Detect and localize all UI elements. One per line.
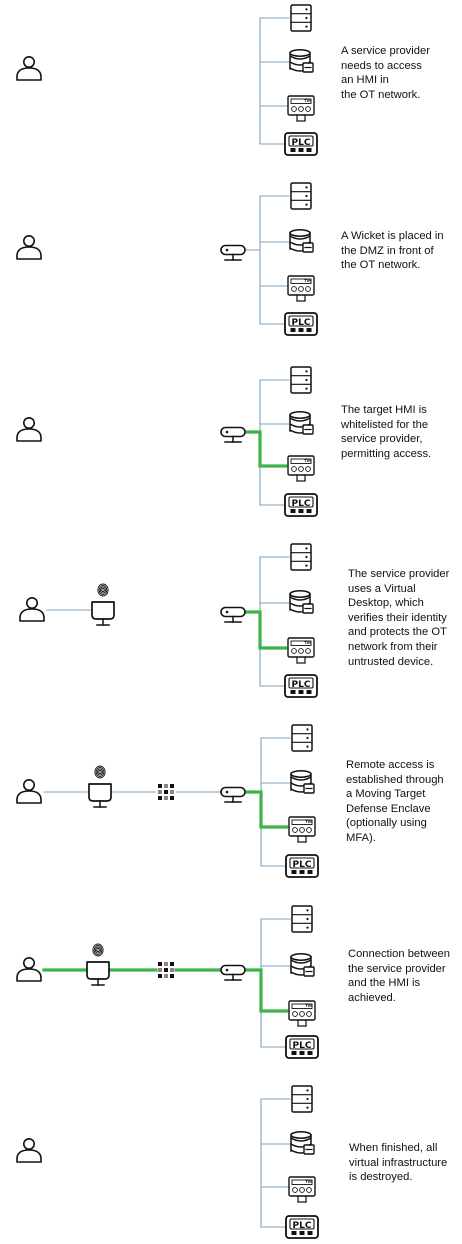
fingerprint-icon xyxy=(92,943,104,957)
plc-icon: PLC xyxy=(285,854,319,878)
virtual-desktop-icon xyxy=(91,601,115,626)
server-icon xyxy=(290,4,312,32)
database-icon xyxy=(290,770,315,794)
database-icon xyxy=(289,590,314,614)
whitelisted-path xyxy=(245,430,287,468)
database-icon xyxy=(290,1131,315,1155)
step-3-caption: The target HMI is whitelisted for the se… xyxy=(341,404,432,460)
svg-text:PLC: PLC xyxy=(293,860,312,870)
wicket-gateway-icon xyxy=(220,786,246,803)
step-5-panel: TIM PLC xyxy=(16,724,319,878)
step-1-caption: A service provider needs to access an HM… xyxy=(341,45,430,101)
step-7-panel: TIM PLC xyxy=(16,1085,319,1239)
hmi-panel-icon: TIM xyxy=(287,637,315,664)
svg-text:TIM: TIM xyxy=(305,1004,313,1008)
svg-text:TIM: TIM xyxy=(305,1180,313,1184)
svg-text:TIM: TIM xyxy=(304,99,312,103)
user-icon xyxy=(16,416,42,442)
moving-target-defense-enclave-icon xyxy=(158,962,174,978)
server-icon xyxy=(290,366,312,394)
database-icon xyxy=(289,229,314,253)
hmi-panel-icon: TIM xyxy=(287,95,315,122)
step-4-caption: The service provider uses a Virtual Desk… xyxy=(348,568,450,668)
svg-text:PLC: PLC xyxy=(293,1041,312,1051)
server-icon xyxy=(291,724,313,752)
step-4-panel: TIM PLC xyxy=(19,543,318,698)
wicket-gateway-icon xyxy=(220,244,246,261)
step-3-panel: TIM PLC xyxy=(16,366,318,517)
plc-icon: PLC xyxy=(284,674,318,698)
server-icon xyxy=(290,543,312,571)
wicket-gateway-icon xyxy=(220,964,246,981)
database-icon xyxy=(289,49,314,73)
svg-text:PLC: PLC xyxy=(293,1221,312,1231)
svg-text:TIM: TIM xyxy=(304,641,312,645)
plc-icon: PLC xyxy=(285,1035,319,1059)
wicket-gateway-icon xyxy=(220,606,246,623)
user-icon xyxy=(16,956,42,982)
step-2-panel: TIM PLC xyxy=(16,182,318,336)
plc-icon: PLC xyxy=(284,312,318,336)
fingerprint-icon xyxy=(94,765,106,779)
wicket-gateway-icon xyxy=(220,426,246,443)
step-5-caption: Remote access is established through a M… xyxy=(346,759,444,844)
server-icon xyxy=(291,905,313,933)
server-icon xyxy=(290,182,312,210)
svg-text:PLC: PLC xyxy=(292,318,311,328)
hmi-panel-icon: TIM xyxy=(287,275,315,302)
whitelisted-path xyxy=(245,968,288,1013)
database-icon xyxy=(290,953,315,977)
user-icon xyxy=(16,235,42,260)
svg-text:TIM: TIM xyxy=(304,459,312,463)
user-icon xyxy=(19,596,45,622)
virtual-desktop-icon xyxy=(86,961,110,986)
user-icon xyxy=(16,55,42,81)
svg-text:TIM: TIM xyxy=(304,279,312,283)
svg-text:PLC: PLC xyxy=(292,138,311,148)
virtual-desktop-icon xyxy=(88,783,112,808)
hmi-panel-icon: TIM xyxy=(288,816,316,843)
hmi-panel-icon: TIM xyxy=(287,455,315,482)
user-icon xyxy=(16,778,42,804)
hmi-panel-icon: TIM xyxy=(288,1176,316,1203)
database-icon xyxy=(289,411,314,435)
step-6-caption: Connection between the service provider … xyxy=(348,948,451,1004)
user-icon xyxy=(16,1138,42,1163)
svg-text:PLC: PLC xyxy=(292,499,311,509)
step-2-caption: A Wicket is placed in the DMZ in front o… xyxy=(341,230,444,272)
moving-target-defense-enclave-icon xyxy=(158,784,174,800)
server-icon xyxy=(291,1085,313,1113)
fingerprint-icon xyxy=(97,583,109,597)
plc-icon: PLC xyxy=(284,493,318,517)
whitelisted-path xyxy=(245,610,287,650)
step-1-panel: TIM PLC xyxy=(16,4,318,156)
step-6-panel: TIM PLC xyxy=(16,905,319,1059)
step-7-caption: When finished, all virtual infrastructur… xyxy=(349,1142,448,1184)
plc-icon: PLC xyxy=(285,1215,319,1239)
svg-text:TIM: TIM xyxy=(305,820,313,824)
svg-text:PLC: PLC xyxy=(292,680,311,690)
hmi-panel-icon: TIM xyxy=(288,1000,316,1027)
plc-icon: PLC xyxy=(284,132,318,156)
whitelisted-path xyxy=(245,790,288,829)
